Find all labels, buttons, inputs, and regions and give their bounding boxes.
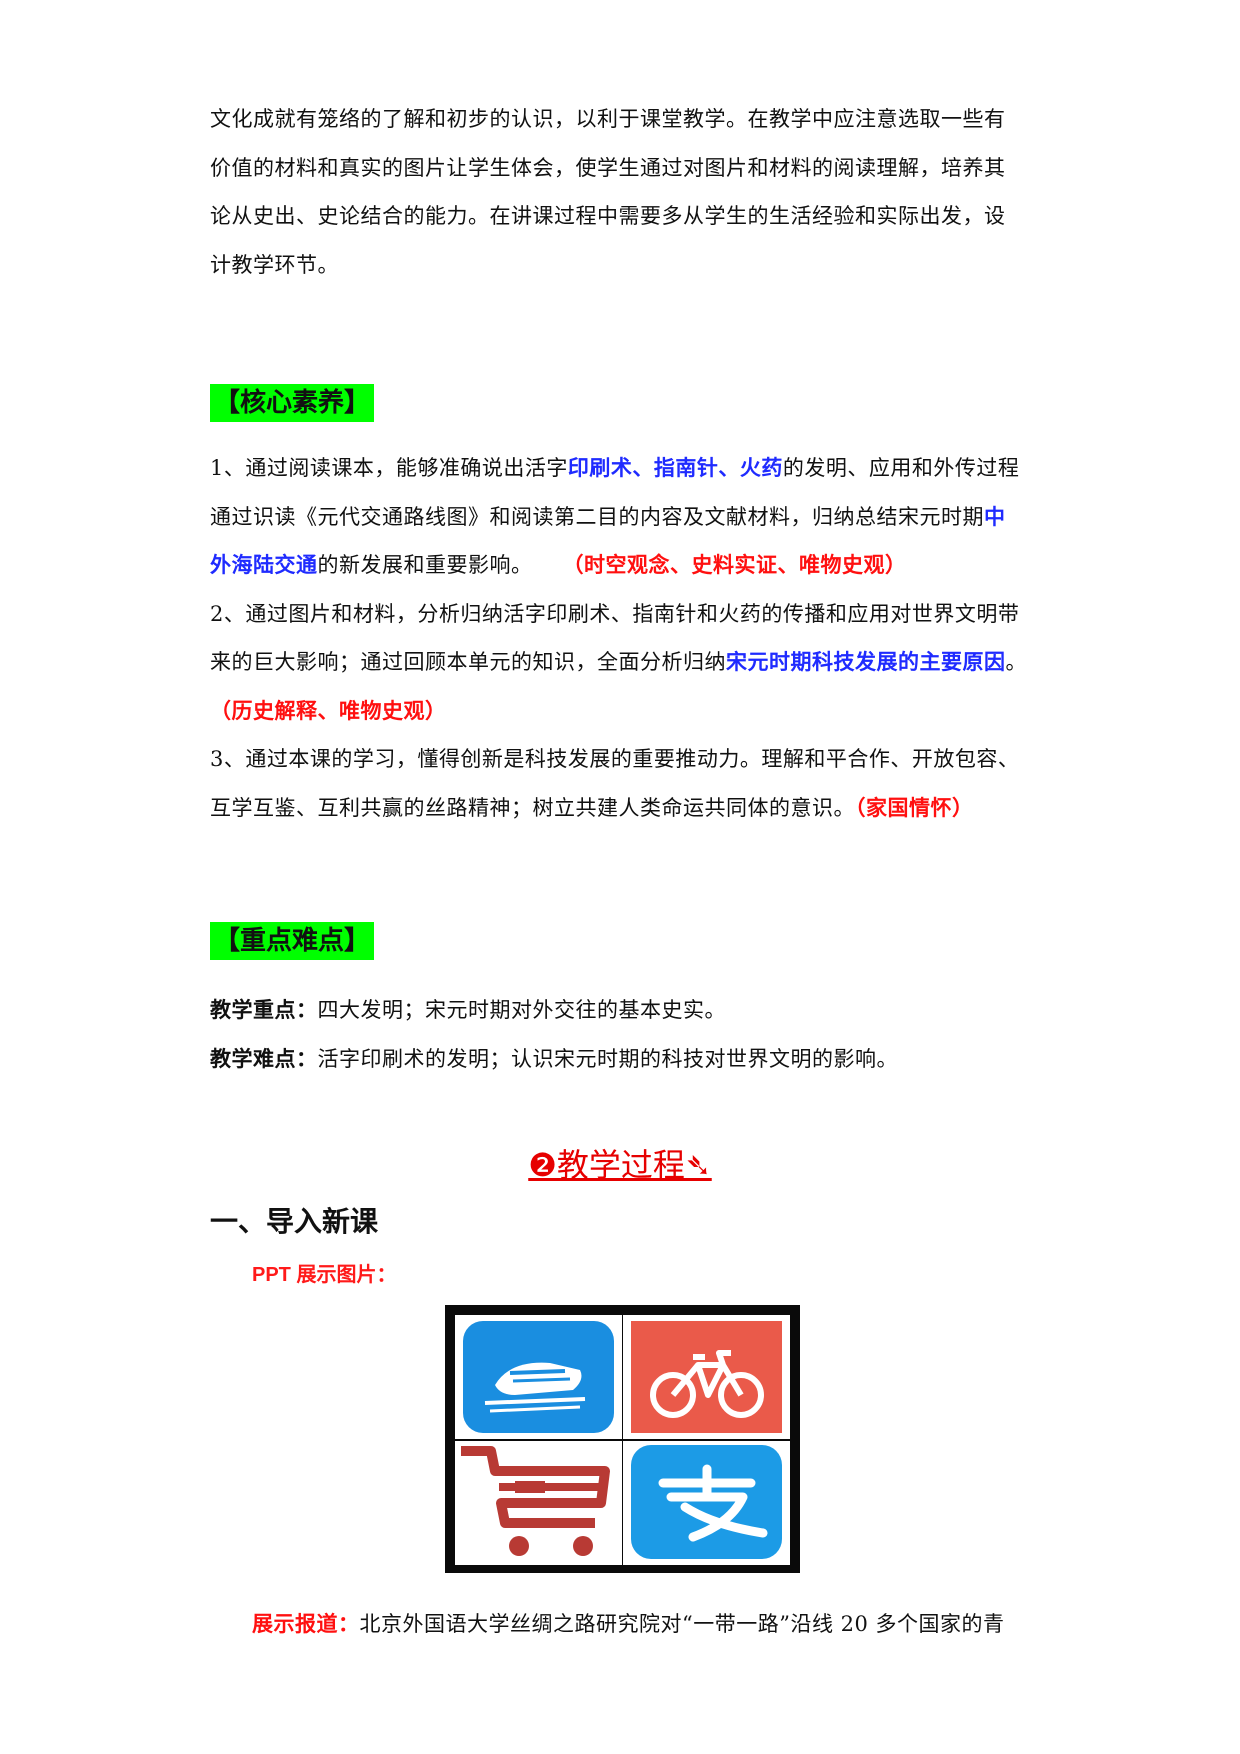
report-label: 展示报道： [252, 1611, 360, 1636]
intro-block: 文化成就有笼络的了解和初步的认识，以利于课堂教学。在教学中应注意选取一些有 价值… [210, 95, 1040, 289]
literacy-tag: （历史解释、唯物史观） [210, 697, 447, 723]
keypoints-heading: 【重点难点】 [210, 922, 375, 960]
core-p2-line2: 来的巨大影响；通过回顾本单元的知识，全面分析归纳宋元时期科技发展的主要原因。 [210, 638, 1040, 687]
section-title: 一、导入新课 [210, 1205, 379, 1238]
intro-line: 价值的材料和真实的图片让学生体会，使学生通过对图片和材料的阅读理解，培养其 [210, 155, 1006, 180]
difficulty-label: 教学难点： [210, 1045, 318, 1071]
focus-label: 教学重点： [210, 997, 318, 1022]
literacy-tag: （时空观念、史料实证、唯物史观） [562, 552, 907, 577]
shared-bicycle-icon [623, 1315, 790, 1439]
text: 1、通过阅读课本，能够准确说出活字 [210, 456, 568, 480]
core-heading: 【核心素养】 [210, 384, 375, 422]
highlight-text: 宋元时期科技发展的主要原因 [726, 649, 1006, 674]
core-p3-line1: 3、通过本课的学习，懂得创新是科技发展的重要推动力。理解和平合作、开放包容、 [210, 747, 1020, 771]
core-body: 1、通过阅读课本，能够准确说出活字印刷术、指南针、火药的发明、应用和外传过程 通… [210, 444, 1040, 832]
highlight-text: 中 [984, 503, 1006, 529]
alipay-icon [623, 1441, 790, 1565]
process-title: ❷教学过程➴ [528, 1146, 712, 1184]
core-p3-line2: 互学互鉴、互利共赢的丝路精神；树立共建人类命运共同体的意识。（家国情怀） [210, 784, 1040, 833]
text: 。 [1005, 650, 1027, 674]
core-p1-line2: 通过识读《元代交通路线图》和阅读第二目的内容及文献材料，归纳总结宋元时期中 [210, 493, 1040, 542]
high-speed-rail-icon [455, 1315, 622, 1439]
core-p2-line1: 2、通过图片和材料，分析归纳活字印刷术、指南针和火药的传播和应用对世界文明带 [210, 601, 1020, 626]
app-icons-image [445, 1305, 800, 1573]
highlight-text: 印刷术、指南针、火药 [567, 455, 783, 480]
text: 通过识读《元代交通路线图》和阅读第二目的内容及文献材料，归纳总结宋元时期 [210, 504, 984, 529]
intro-line: 文化成就有笼络的了解和初步的认识，以利于课堂教学。在教学中应注意选取一些有 [210, 107, 1006, 131]
focus-line: 教学重点：四大发明；宋元时期对外交往的基本史实。 [210, 986, 1040, 1035]
text: 互学互鉴、互利共赢的丝路精神；树立共建人类命运共同体的意识。 [210, 795, 855, 820]
keypoints-heading-wrap: 【重点难点】 [210, 922, 375, 960]
core-heading-wrap: 【核心素养】 [210, 384, 375, 422]
report-text: 北京外国语大学丝绸之路研究院对“一带一路”沿线 20 多个国家的青 [359, 1612, 1005, 1636]
difficulty-line: 教学难点：活字印刷术的发明；认识宋元时期的科技对世界文明的影响。 [210, 1035, 1040, 1084]
core-p1-line3: 外海陆交通的新发展和重要影响。 （时空观念、史料实证、唯物史观） [210, 541, 1040, 590]
focus-text: 四大发明；宋元时期对外交往的基本史实。 [317, 998, 726, 1022]
intro-line: 计教学环节。 [210, 252, 339, 277]
highlight-text: 外海陆交通 [210, 552, 318, 577]
keypoints-body: 教学重点：四大发明；宋元时期对外交往的基本史实。 教学难点：活字印刷术的发明；认… [210, 986, 1040, 1083]
text: 来的巨大影响；通过回顾本单元的知识，全面分析归纳 [210, 650, 726, 674]
literacy-tag: （家国情怀） [855, 794, 974, 820]
shopping-cart-icon [455, 1441, 622, 1565]
core-p2-tag-line: （历史解释、唯物史观） [210, 687, 1040, 736]
report-line: 展示报道：北京外国语大学丝绸之路研究院对“一带一路”沿线 20 多个国家的青 [252, 1608, 1005, 1638]
intro-line: 论从史出、史论结合的能力。在讲课过程中需要多从学生的生活经验和实际出发，设 [210, 204, 1006, 228]
ppt-label: PPT 展示图片： [252, 1264, 397, 1286]
text: 的新发展和重要影响。 [317, 553, 533, 577]
text: 的发明、应用和外传过程 [782, 456, 1020, 480]
difficulty-text: 活字印刷术的发明；认识宋元时期的科技对世界文明的影响。 [317, 1046, 898, 1071]
core-p1-line1: 1、通过阅读课本，能够准确说出活字印刷术、指南针、火药的发明、应用和外传过程 [210, 444, 1040, 493]
